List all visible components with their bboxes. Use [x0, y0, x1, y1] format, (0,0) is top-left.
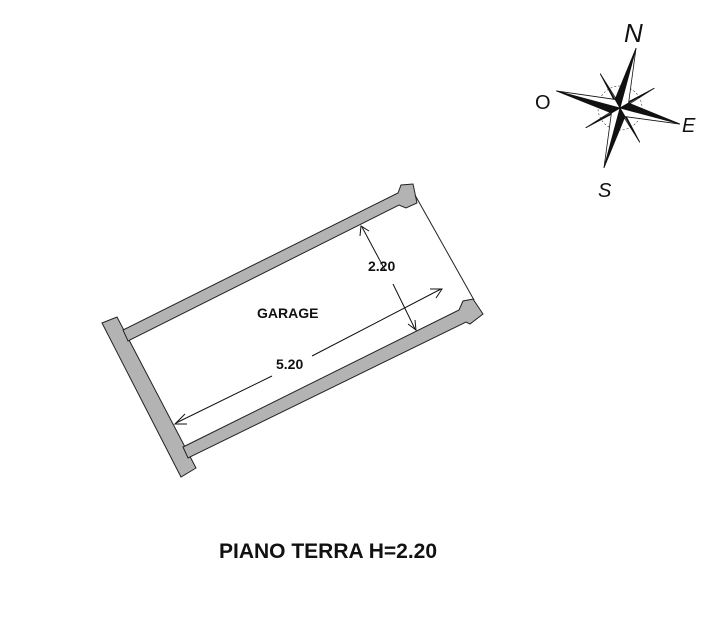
- compass-rose-icon: [556, 47, 681, 169]
- left-wall: [101, 316, 197, 478]
- width-dimension-label: 2.20: [368, 258, 396, 274]
- width-dimension-line: [361, 226, 386, 271]
- arrowhead-icon: [407, 319, 417, 332]
- dimension-lines: [173, 225, 443, 425]
- compass-south-label: S: [598, 180, 612, 202]
- garage-door-line: [414, 194, 475, 301]
- room-label: GARAGE: [257, 305, 319, 321]
- length-dimension-label: 5.20: [276, 356, 304, 372]
- arrowhead-icon: [173, 413, 187, 425]
- walls: [101, 183, 484, 478]
- compass-east-label: E: [682, 115, 696, 137]
- length-dimension-line: [175, 375, 273, 424]
- top-wall: [122, 183, 418, 342]
- bottom-wall: [182, 298, 484, 459]
- compass-west-label: O: [535, 92, 551, 114]
- arrowhead-icon: [430, 288, 443, 299]
- floor-caption: PIANO TERRA H=2.20: [219, 540, 438, 563]
- arrowhead-icon: [359, 225, 370, 237]
- compass-north-label: N: [624, 18, 643, 48]
